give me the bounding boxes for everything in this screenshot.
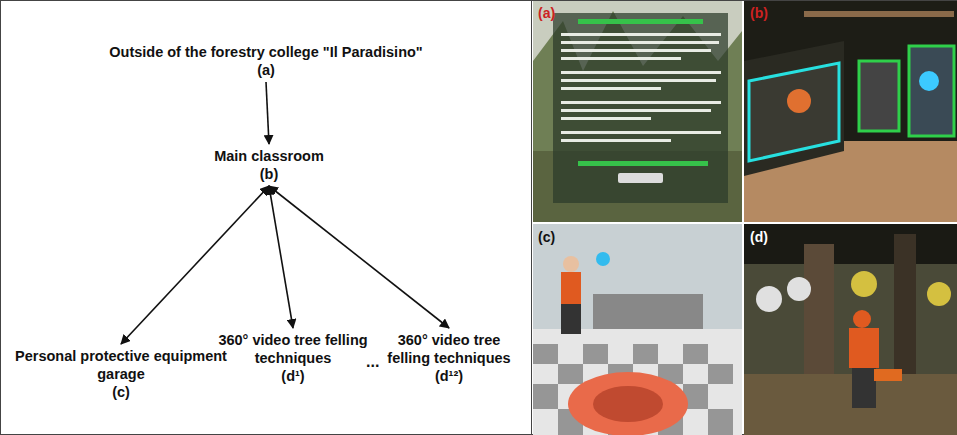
start-node: Outside of the forestry college "Il Para…	[56, 41, 476, 81]
panel-letter: (d)	[750, 229, 768, 245]
classroom-screenshot	[744, 1, 957, 222]
flow-panel: Outside of the forestry college "Il Para…	[0, 0, 532, 435]
ellipsis: ...	[366, 353, 379, 371]
video-node: 360° video tree felling techniques(d¹²)	[374, 329, 524, 387]
video-screenshot	[744, 224, 957, 435]
flow-arrow	[269, 186, 449, 328]
node-title: Main classroom	[173, 147, 365, 165]
screenshot-panel: (a) (b) (c) (d)	[532, 0, 957, 435]
node-title: Personal protective equipment garage	[10, 347, 232, 383]
flow-arrow	[269, 186, 293, 328]
panel-letter: (c)	[538, 229, 555, 245]
flow-arrow	[266, 82, 269, 144]
node-title: 360° video tree felling techniques	[378, 331, 520, 367]
node-title: 360° video tree felling techniques	[217, 331, 369, 367]
forest-screenshot	[533, 1, 742, 222]
panel-letter: (b)	[750, 5, 768, 21]
room-node: Personal protective equipment garage(c)	[6, 345, 236, 403]
node-title: Outside of the forestry college "Il Para…	[60, 43, 472, 61]
flow-arrow	[121, 186, 269, 344]
node-tag: (c)	[10, 383, 232, 401]
garage-screenshot	[533, 224, 742, 435]
node-tag: (a)	[60, 61, 472, 79]
panel-letter: (a)	[538, 5, 555, 21]
node-tag: (b)	[173, 165, 365, 183]
node-tag: (d¹)	[217, 367, 369, 385]
hub-node: Main classroom(b)	[169, 145, 369, 185]
video-node: 360° video tree felling techniques(d¹)	[213, 329, 373, 387]
node-tag: (d¹²)	[378, 367, 520, 385]
